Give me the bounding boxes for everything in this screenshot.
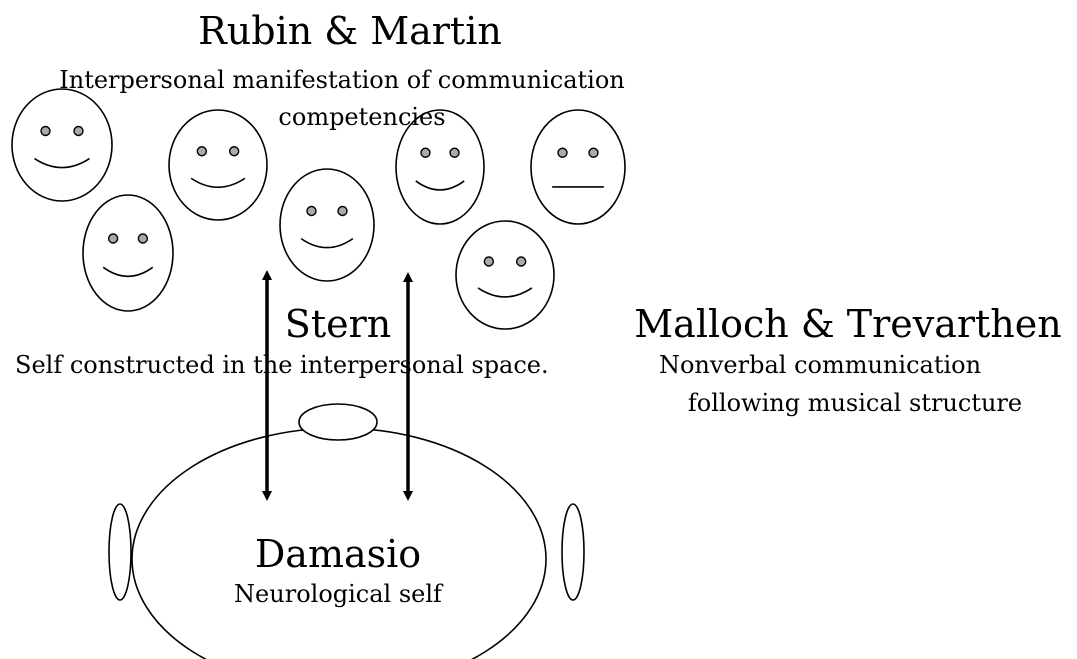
stern-subtitle: Self constructed in the interpersonal sp… <box>15 351 549 379</box>
malloch-trevarthen-line2: following musical structure <box>687 389 1023 417</box>
smiley-face <box>11 88 113 202</box>
head-figure <box>108 403 585 659</box>
face-outline <box>168 109 268 221</box>
malloch-trevarthen-title: Malloch & Trevarthen <box>634 302 1062 346</box>
malloch-trevarthen-line1: Nonverbal communication <box>658 351 982 379</box>
rubin-martin-line1: Interpersonal manifestation of communica… <box>59 66 625 94</box>
left-eye <box>107 233 119 244</box>
right-eye <box>449 147 460 158</box>
left-ear-ellipse <box>108 503 132 601</box>
faces-group <box>11 88 626 330</box>
stern-title: Stern <box>284 302 392 346</box>
smile-mouth <box>34 157 90 169</box>
left-eye <box>557 147 568 158</box>
rubin-martin-line2: competencies <box>278 103 446 131</box>
face-outline <box>530 109 626 225</box>
smiley-face <box>395 109 485 225</box>
head-top-ellipse <box>298 403 378 441</box>
left-eye <box>483 256 495 267</box>
right-eye <box>137 233 149 244</box>
smile-mouth <box>477 287 533 298</box>
face-outline <box>455 220 555 330</box>
right-eye <box>588 147 599 158</box>
smile-mouth <box>300 237 354 249</box>
right-eye <box>73 125 84 137</box>
face-outline <box>279 168 375 282</box>
face-outline <box>11 88 113 202</box>
damasio-title: Damasio <box>254 532 422 576</box>
right-eye <box>228 146 240 157</box>
smiley-face <box>279 168 375 282</box>
smiley-face <box>82 194 174 312</box>
face-outline <box>395 109 485 225</box>
smiley-face <box>455 220 555 330</box>
smile-mouth <box>190 177 246 189</box>
right-eye <box>337 205 348 217</box>
smile-mouth <box>102 266 154 278</box>
left-eye <box>40 125 51 137</box>
right-ear-ellipse <box>561 503 585 601</box>
right-eye <box>515 256 527 267</box>
face-outline <box>82 194 174 312</box>
rubin-martin-title: Rubin & Martin <box>198 9 502 53</box>
left-eye <box>306 205 317 217</box>
left-eye <box>420 147 431 158</box>
smiley-face <box>168 109 268 221</box>
smile-mouth <box>415 180 465 191</box>
left-eye <box>196 146 208 157</box>
smiley-face <box>530 109 626 225</box>
damasio-subtitle: Neurological self <box>234 580 442 608</box>
